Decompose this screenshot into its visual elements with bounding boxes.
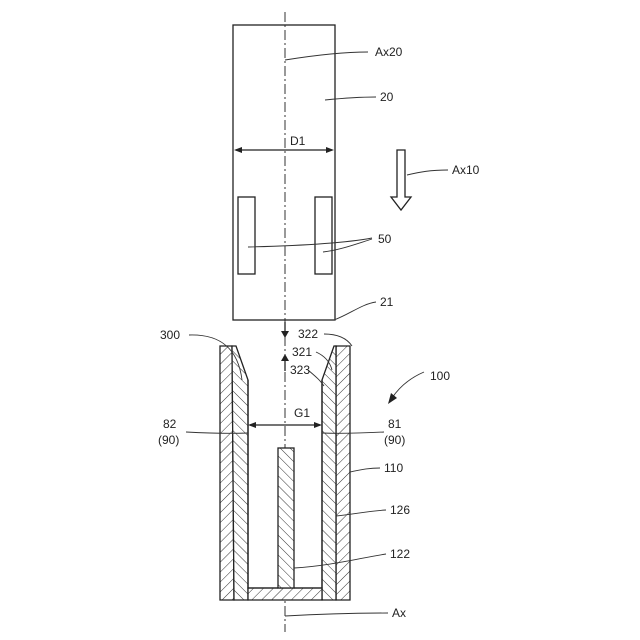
- slot-left: [238, 197, 255, 274]
- label-81: 81: [388, 417, 402, 431]
- leader-21: [334, 302, 376, 320]
- label-g1: G1: [294, 406, 310, 420]
- d1-arrowhead-right: [326, 147, 334, 153]
- label-110: 110: [384, 461, 403, 475]
- assembly-indicator-arrow: [392, 372, 424, 398]
- leader-ax20: [285, 52, 368, 60]
- assembly-indicator-arrowhead: [388, 393, 397, 404]
- leader-50-right: [323, 239, 372, 252]
- label-20: 20: [380, 90, 394, 104]
- label-300: 300: [160, 328, 180, 342]
- label-ax: Ax: [392, 606, 406, 620]
- label-d1: D1: [290, 134, 306, 148]
- arrow-down-head: [281, 331, 289, 338]
- leader-322: [324, 334, 352, 346]
- left-inner-wall: [232, 346, 248, 600]
- label-ax20: Ax20: [375, 45, 403, 59]
- insertion-direction-arrow: [391, 150, 411, 210]
- leader-ax: [285, 613, 388, 616]
- label-100: 100: [430, 369, 450, 383]
- upper-member-20: [233, 25, 335, 320]
- leader-ax10: [407, 170, 448, 175]
- arrow-up-head: [281, 354, 289, 361]
- d1-arrowhead-left: [234, 147, 242, 153]
- center-post-122: [278, 448, 294, 588]
- label-122: 122: [390, 547, 410, 561]
- leader-20: [325, 97, 376, 100]
- leader-110: [350, 468, 380, 472]
- label-82: 82: [163, 417, 177, 431]
- g1-arrowhead-left: [248, 422, 256, 428]
- label-82-90: (90): [158, 433, 179, 447]
- g1-arrowhead-right: [314, 422, 322, 428]
- channel-outline-left: [248, 380, 278, 588]
- bottom-plate: [248, 588, 322, 600]
- slot-right: [315, 197, 332, 274]
- label-322: 322: [298, 327, 318, 341]
- label-81-90: (90): [384, 433, 405, 447]
- label-323: 323: [290, 363, 310, 377]
- leader-50-left: [248, 238, 372, 247]
- label-321: 321: [292, 345, 312, 359]
- label-126: 126: [390, 503, 410, 517]
- label-50: 50: [378, 232, 392, 246]
- label-ax10: Ax10: [452, 163, 480, 177]
- label-21: 21: [380, 295, 394, 309]
- right-inner-wall: [322, 346, 336, 600]
